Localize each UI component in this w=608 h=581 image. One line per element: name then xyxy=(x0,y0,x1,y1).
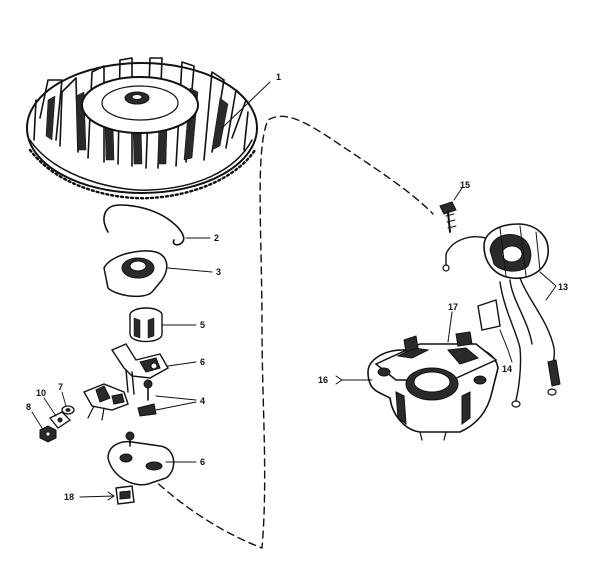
breaker-cover xyxy=(103,250,213,298)
flywheel xyxy=(26,57,271,200)
callout-lockwasher: 10 xyxy=(36,388,46,398)
callout-washer: 7 xyxy=(58,382,63,392)
insulator-strip xyxy=(477,299,513,363)
spring-part xyxy=(103,204,211,246)
callout-bushing: 5 xyxy=(200,320,205,330)
callout-wire: 14 xyxy=(502,364,512,374)
clip-part xyxy=(79,485,135,505)
callout-flywheel: 1 xyxy=(276,72,281,82)
callout-lamination: 17 xyxy=(448,302,458,312)
nut-part xyxy=(31,411,57,443)
assembly-guide-line xyxy=(149,115,434,549)
callout-housing: 16 xyxy=(318,375,328,385)
callout-spring: 2 xyxy=(214,233,219,243)
magneto-housing xyxy=(335,311,499,441)
callout-labels: 1 2 3 5 6 4 6 7 8 10 18 13 15 16 17 14 xyxy=(26,72,568,502)
breaker-points xyxy=(82,383,129,421)
callout-clip: 18 xyxy=(64,492,74,502)
bushing-part xyxy=(129,307,197,343)
breaker-lever xyxy=(110,343,197,395)
mounting-bracket xyxy=(107,431,197,486)
callout-bracket: 6 xyxy=(200,457,205,467)
callout-lever: 6 xyxy=(200,357,205,367)
washer-part xyxy=(61,391,75,415)
bolt-part xyxy=(439,187,463,233)
lockwasher-part xyxy=(43,397,72,429)
screws-part xyxy=(137,379,197,417)
callout-coil: 13 xyxy=(558,282,568,292)
callout-bolt: 15 xyxy=(460,180,470,190)
callout-cover: 3 xyxy=(216,267,221,277)
callout-screws: 4 xyxy=(200,396,205,406)
callout-nut: 8 xyxy=(26,402,31,412)
ignition-coil xyxy=(442,223,561,408)
